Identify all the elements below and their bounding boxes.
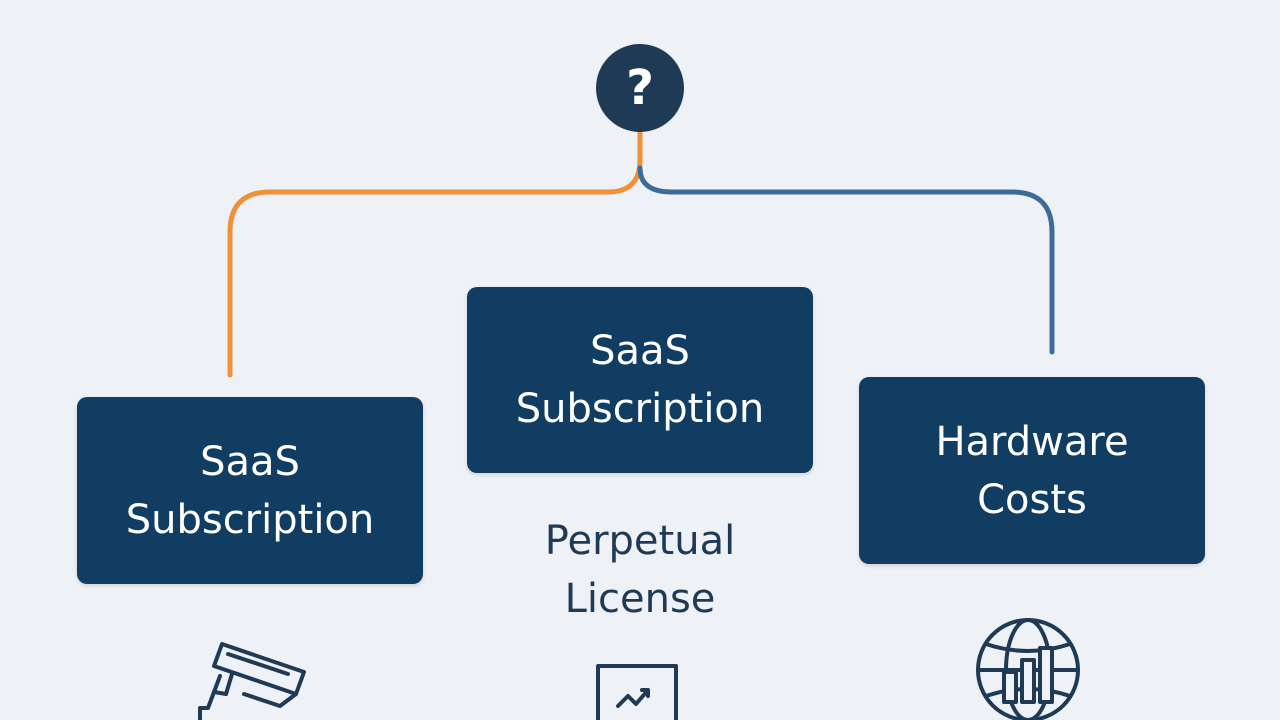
line-chart-icon bbox=[596, 664, 678, 720]
connector-left bbox=[227, 129, 643, 378]
perpetual-license-label: Perpetual License bbox=[490, 512, 790, 628]
node-label-line2: Subscription bbox=[515, 386, 765, 432]
globe-chart-icon bbox=[976, 618, 1080, 720]
node-label-line1: Hardware bbox=[935, 418, 1129, 465]
node-hardware-costs: Hardware Costs bbox=[859, 377, 1205, 564]
floating-label-line2: License bbox=[564, 576, 716, 622]
connector-right bbox=[637, 165, 1055, 355]
node-saas-subscription-center: SaaS Subscription bbox=[467, 287, 813, 473]
floating-label-line1: Perpetual bbox=[544, 518, 736, 564]
node-label-line2: Subscription bbox=[125, 496, 375, 543]
question-mark-icon: ? bbox=[626, 60, 654, 116]
node-label-line1: SaaS bbox=[590, 328, 690, 374]
node-label-line2: Costs bbox=[977, 476, 1087, 523]
node-saas-subscription-left: SaaS Subscription bbox=[77, 397, 423, 584]
question-node: ? bbox=[596, 44, 684, 132]
security-camera-icon bbox=[198, 642, 306, 720]
node-label-line1: SaaS bbox=[200, 438, 300, 485]
